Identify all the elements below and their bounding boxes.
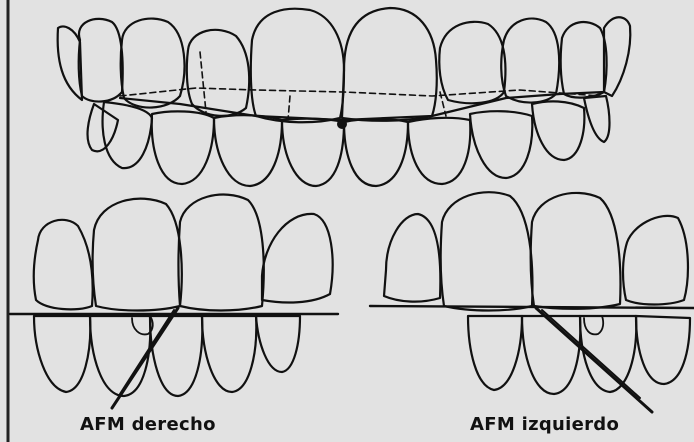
upper-central-incisor (441, 192, 533, 310)
lower-tooth (152, 111, 214, 184)
upper-canine (623, 216, 688, 305)
lower-tooth (532, 101, 584, 160)
upper-tooth (262, 214, 333, 303)
lower-tooth (202, 316, 256, 392)
lower-tooth (584, 96, 610, 142)
upper-lateral-incisor (531, 193, 621, 309)
label-afm-right: AFM derecho (80, 414, 216, 435)
lower-tooth (282, 119, 344, 186)
midline-marker (337, 119, 347, 129)
label-afm-left: AFM izquierdo (470, 414, 619, 435)
lower-tooth (150, 316, 202, 396)
lower-tooth (214, 115, 282, 186)
occlusal-reference-lines (120, 52, 600, 120)
upper-lateral-incisor (93, 199, 182, 311)
upper-tooth (604, 17, 630, 96)
lower-tooth (90, 316, 150, 396)
right-side-diagram (10, 195, 338, 408)
upper-canine (34, 220, 93, 310)
lower-tooth (470, 111, 532, 178)
lower-tooth (103, 102, 152, 168)
upper-tooth (384, 214, 440, 302)
upper-tooth (79, 19, 123, 102)
lower-tooth (256, 316, 300, 372)
upper-tooth (251, 9, 344, 123)
lower-tooth (468, 316, 522, 390)
upper-central-incisor (179, 195, 264, 311)
lower-tooth (636, 316, 690, 384)
upper-tooth (561, 22, 607, 98)
lower-tooth (408, 118, 470, 184)
upper-tooth (342, 8, 437, 121)
lower-tooth (34, 316, 90, 392)
lower-tooth (522, 316, 580, 394)
upper-tooth (187, 30, 249, 116)
left-side-diagram (370, 192, 694, 412)
frontal-view-upper-arch (58, 8, 631, 122)
lower-tooth (344, 119, 408, 186)
